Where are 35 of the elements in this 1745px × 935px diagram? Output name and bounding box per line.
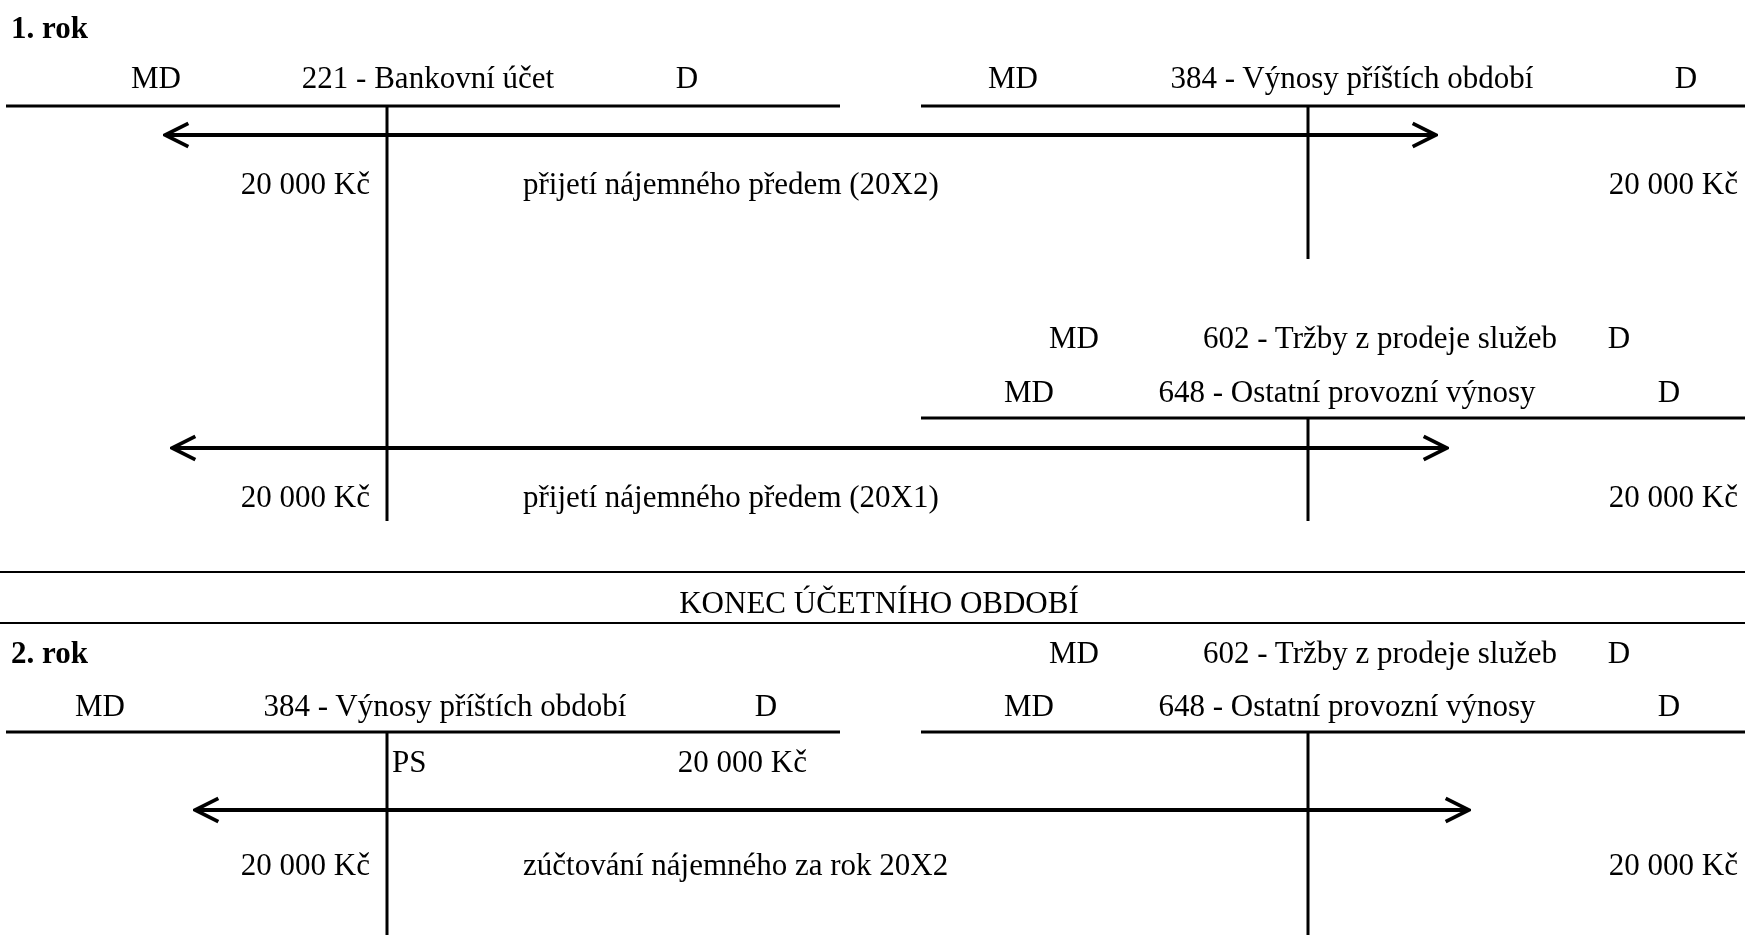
amount: 20 000 Kč xyxy=(1608,480,1738,514)
section-heading: 2. rok xyxy=(11,636,88,670)
amount: 20 000 Kč xyxy=(1608,848,1738,882)
period-end-heading: KONEC ÚČETNÍHO OBDOBÍ xyxy=(679,586,1079,620)
section-heading: 1. rok xyxy=(11,11,88,45)
amount: 20 000 Kč xyxy=(240,480,370,514)
debit-side-label: MD xyxy=(1049,636,1099,670)
debit-side-label: MD xyxy=(1004,689,1054,723)
amount: 20 000 Kč xyxy=(240,167,370,201)
credit-side-label: D xyxy=(1657,375,1681,409)
double-headed-arrow xyxy=(163,121,1438,149)
account-title: 648 - Ostatní provozní výnosy xyxy=(1158,375,1536,409)
amount: 20 000 Kč xyxy=(677,745,807,779)
opening-balance-label: PS xyxy=(392,745,427,779)
credit-side-label: D xyxy=(675,61,699,95)
debit-side-label: MD xyxy=(1049,321,1099,355)
credit-side-label: D xyxy=(1607,636,1631,670)
double-headed-arrow xyxy=(170,434,1449,462)
credit-side-label: D xyxy=(754,689,778,723)
account-title: 602 - Tržby z prodeje služeb xyxy=(1203,321,1557,355)
credit-side-label: D xyxy=(1607,321,1631,355)
debit-side-label: MD xyxy=(75,689,125,723)
debit-side-label: MD xyxy=(1004,375,1054,409)
double-headed-arrow xyxy=(193,796,1471,824)
debit-side-label: MD xyxy=(131,61,181,95)
account-title: 221 - Bankovní účet xyxy=(301,61,555,95)
credit-side-label: D xyxy=(1674,61,1698,95)
account-title: 384 - Výnosy příštích období xyxy=(263,689,627,723)
debit-side-label: MD xyxy=(988,61,1038,95)
credit-side-label: D xyxy=(1657,689,1681,723)
amount: 20 000 Kč xyxy=(1608,167,1738,201)
amount: 20 000 Kč xyxy=(240,848,370,882)
account-title: 384 - Výnosy příštích období xyxy=(1170,61,1534,95)
account-title: 602 - Tržby z prodeje služeb xyxy=(1203,636,1557,670)
account-title: 648 - Ostatní provozní výnosy xyxy=(1158,689,1536,723)
